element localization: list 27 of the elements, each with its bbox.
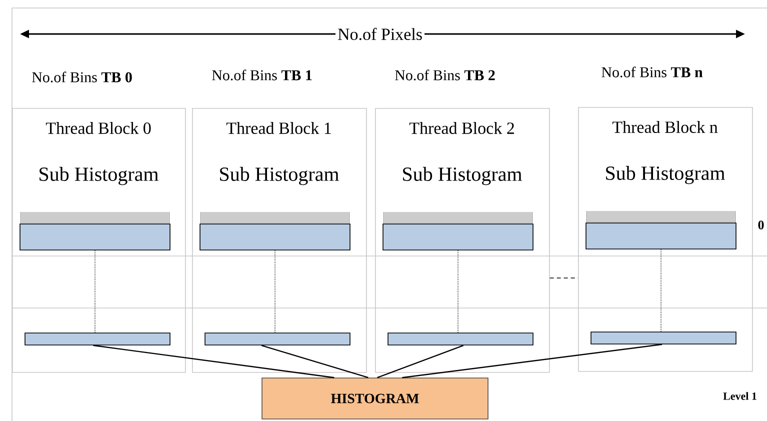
connector-line: [402, 344, 662, 378]
bin-bar: [200, 212, 350, 250]
bin-count-label: No.of Bins TB n: [602, 66, 703, 78]
connector-line: [94, 250, 96, 333]
level-label: Level 1: [723, 392, 756, 400]
thread-block-box: Thread Block 2 Sub Histogram: [375, 108, 550, 373]
bin-count-label: No.of Bins TB 1: [212, 70, 312, 80]
bar: [24, 332, 170, 346]
dimension-label: No.of Pixels: [338, 28, 422, 40]
connector-line: [93, 344, 334, 378]
connector-line: [274, 250, 276, 333]
bar: [388, 332, 534, 346]
bin-count-label: No.of Bins TB 2: [395, 70, 495, 80]
thread-block-box: Thread Block 0 Sub Histogram: [12, 108, 186, 373]
bar: [590, 332, 736, 344]
connector-line: [660, 249, 662, 332]
connector-line: [261, 344, 368, 378]
connector-line: [377, 344, 464, 378]
level-number: 0: [758, 220, 764, 230]
bin-bar: [382, 212, 534, 250]
bin-count-label: No.of Bins TB 0: [32, 72, 132, 82]
thread-block-box: Thread Block n Sub Histogram: [578, 107, 753, 372]
thread-block-box: Thread Block 1 Sub Histogram: [192, 108, 367, 373]
bin-bar: [20, 212, 170, 250]
bar: [204, 332, 350, 346]
bin-bar: [586, 210, 736, 250]
histogram-box: HISTOGRAM: [262, 378, 488, 420]
